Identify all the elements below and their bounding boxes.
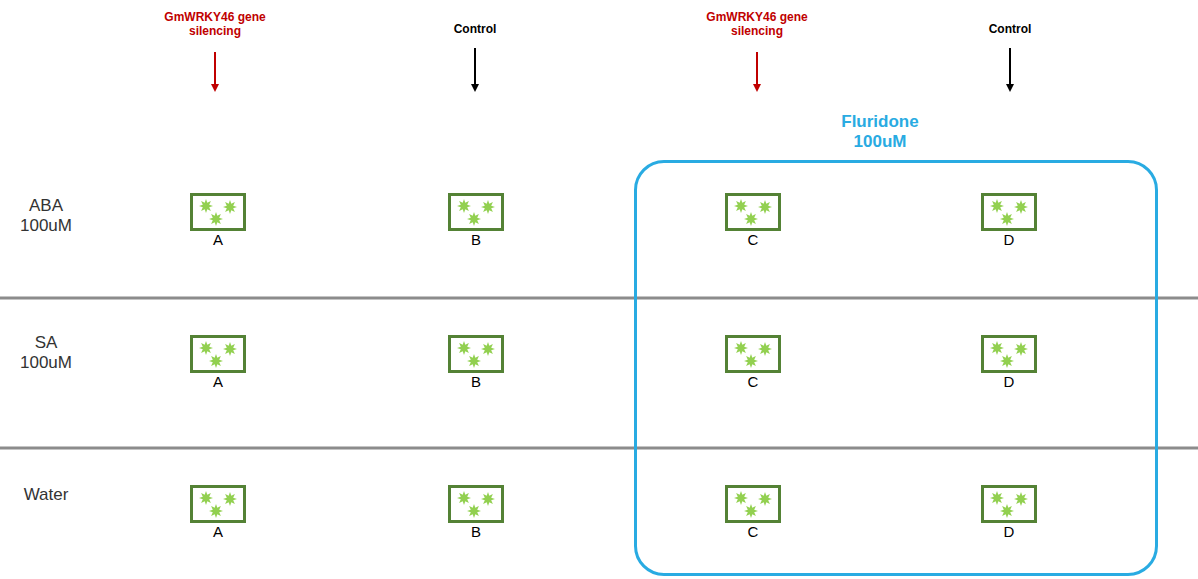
seedling-icons [193,488,243,520]
seedling [209,212,223,226]
sample-box: B [448,193,504,231]
sample-box: C [725,335,781,373]
seedling [1014,492,1028,506]
seedling-icons [728,338,778,370]
row-divider [0,297,1198,300]
box-letter: B [456,373,496,390]
seedling-icons [193,196,243,228]
seedling [223,492,237,506]
sample-box: D [981,193,1037,231]
seedling [1000,504,1014,518]
seedling [734,199,748,213]
box-letter: B [456,523,496,540]
seedling [481,342,495,356]
seedling [1000,212,1014,226]
seedling [467,212,481,226]
seedling [744,354,758,368]
box-letter: D [989,373,1029,390]
box-letter: A [198,523,238,540]
seedling [744,504,758,518]
seedling [457,199,471,213]
column-header: Control [430,22,520,36]
seedling-icons [451,488,501,520]
seedling [467,354,481,368]
box-letter: D [989,523,1029,540]
sample-box: A [190,485,246,523]
seedling [744,212,758,226]
seedling [209,504,223,518]
down-arrow [474,48,476,88]
box-letter: A [198,373,238,390]
seedling-icons [728,488,778,520]
seedling [223,200,237,214]
sample-box: C [725,193,781,231]
seedling [758,492,772,506]
seedling [990,341,1004,355]
seedling-icons [193,338,243,370]
treatment-region: Fluridone 100uMCDCDCD [634,160,1158,576]
box-letter: C [733,373,773,390]
sample-box: A [190,193,246,231]
seedling-icons [984,488,1034,520]
column-header: GmWRKY46 gene silencing [702,10,812,39]
seedling [758,200,772,214]
seedling [209,354,223,368]
seedling [223,342,237,356]
seedling-icons [984,338,1034,370]
sample-box: D [981,335,1037,373]
seedling [457,341,471,355]
row-divider [0,447,1198,450]
box-letter: D [989,231,1029,248]
seedling-icons [728,196,778,228]
column-header: Control [965,22,1055,36]
down-arrow [214,52,216,88]
seedling [199,341,213,355]
seedling-icons [451,196,501,228]
seedling [199,199,213,213]
seedling [481,492,495,506]
row-label: ABA 100uM [11,196,81,237]
box-letter: A [198,231,238,248]
seedling-icons [984,196,1034,228]
seedling [1000,354,1014,368]
column-header: GmWRKY46 gene silencing [160,10,270,39]
box-letter: B [456,231,496,248]
down-arrow [756,52,758,88]
seedling [990,491,1004,505]
seedling [990,199,1004,213]
region-heading: Fluridone 100uM [825,112,935,153]
sample-box: D [981,485,1037,523]
box-letter: C [733,523,773,540]
seedling [734,341,748,355]
down-arrow [1009,48,1011,88]
sample-box: B [448,335,504,373]
sample-box: A [190,335,246,373]
seedling [457,491,471,505]
seedling [758,342,772,356]
seedling-icons [451,338,501,370]
box-letter: C [733,231,773,248]
seedling [734,491,748,505]
row-label: SA 100uM [11,333,81,374]
seedling [1014,342,1028,356]
sample-box: C [725,485,781,523]
seedling [1014,200,1028,214]
row-label: Water [6,485,86,505]
seedling [199,491,213,505]
seedling [467,504,481,518]
sample-box: B [448,485,504,523]
seedling [481,200,495,214]
